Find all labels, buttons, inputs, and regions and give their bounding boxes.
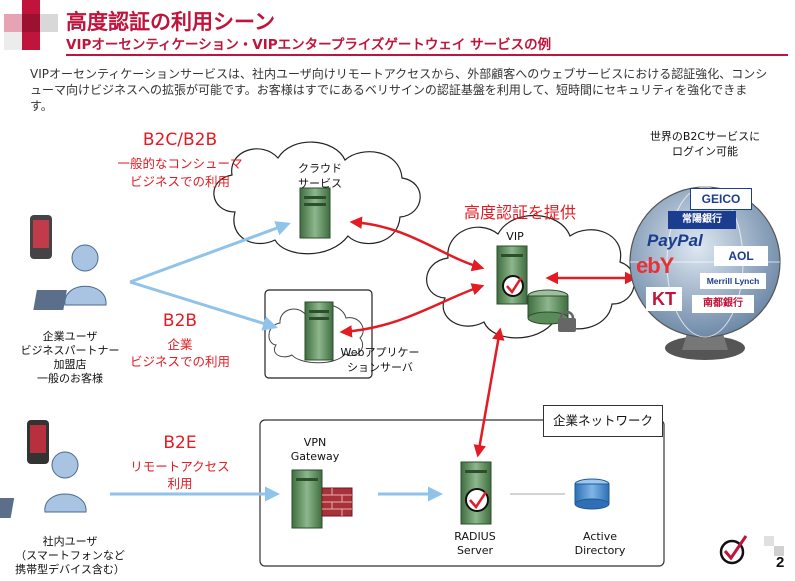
world-b2c-label-2: ログイン可能 — [672, 145, 738, 158]
logo-mark — [0, 0, 60, 56]
web-server — [304, 301, 334, 361]
logo-geico: GEICO — [690, 188, 752, 210]
ad-label-2: Directory — [574, 544, 626, 557]
b2e-desc-line2: 利用 — [167, 476, 193, 491]
vip-label: VIP — [506, 230, 524, 243]
enterprise-users-label-4: 一般のお客様 — [37, 372, 103, 385]
page-number: 2 — [776, 554, 785, 571]
corp-network-label: 企業ネットワーク — [543, 405, 663, 437]
logo-merrill-lynch: Merrill Lynch — [700, 273, 766, 289]
vip-database-lock — [527, 289, 576, 332]
user-figure-1 — [33, 244, 107, 310]
logo-paypal: PayPal — [647, 231, 703, 250]
b2b-desc-line2: ビジネスでの利用 — [129, 354, 230, 369]
world-b2c-label-1: 世界のB2Cサービスに — [649, 130, 761, 143]
enterprise-users-label-3: 加盟店 — [53, 358, 87, 371]
vpn-gateway-server — [291, 469, 353, 529]
footer-checkmark-logo — [719, 535, 784, 565]
logo-nanto-bank: 南都銀行 — [692, 295, 754, 313]
vpn-label-2: Gateway — [290, 450, 340, 463]
vip-server — [496, 245, 528, 305]
b2c-title: B2C/B2B — [142, 130, 218, 150]
phone-2 — [27, 420, 49, 464]
user-figure-2 — [0, 451, 87, 518]
b2b-title: B2B — [162, 311, 198, 331]
cloud-service-label-1: クラウド — [298, 162, 342, 175]
web-app-label-1: Webアプリケー — [340, 346, 420, 359]
radius-label-1: RADIUS — [454, 530, 496, 543]
cloud-service-label-2: サービス — [298, 177, 342, 190]
logo-ebay: ebY — [636, 253, 674, 278]
enterprise-users-label-1: 企業ユーザ — [42, 330, 98, 343]
intro-text: VIPオーセンティケーションサービスは、社内ユーザ向けリモートアクセスから、外部… — [30, 67, 768, 113]
radius-server — [460, 461, 492, 525]
logo-aol: AOL — [714, 246, 768, 266]
active-directory-db — [574, 478, 610, 510]
page-subtitle: VIPオーセンティケーション・VIPエンタープライズゲートウェイ サービスの例 — [66, 37, 552, 53]
logo-kt: KT — [646, 287, 682, 311]
radius-label-2: Server — [456, 544, 494, 557]
b2e-desc-line1: リモートアクセス — [130, 459, 230, 474]
ad-label-1: Active — [582, 530, 618, 543]
logo-joyo-bank: 常陽銀行 — [668, 211, 736, 229]
internal-users-label-2: （スマートフォンなど — [15, 549, 125, 562]
vpn-label-1: VPN — [303, 436, 327, 449]
strong-auth-label: 高度認証を提供 — [463, 203, 576, 222]
phone-1 — [30, 215, 52, 259]
title-rule — [66, 54, 788, 56]
cloud-server — [299, 187, 331, 239]
page-title: 高度認証の利用シーン — [66, 10, 275, 34]
b2c-desc-line2: ビジネスでの利用 — [129, 174, 230, 189]
internal-users-label-1: 社内ユーザ — [42, 535, 98, 548]
enterprise-users-label-2: ビジネスパートナー — [20, 344, 120, 357]
b2e-title: B2E — [163, 433, 197, 453]
internal-users-label-3: 携帯型デバイス含む） — [15, 563, 125, 576]
web-app-label-2: ションサーバ — [347, 361, 413, 374]
b2b-desc-line1: 企業 — [167, 337, 193, 352]
b2c-desc-line1: 一般的なコンシューマ — [117, 156, 243, 171]
